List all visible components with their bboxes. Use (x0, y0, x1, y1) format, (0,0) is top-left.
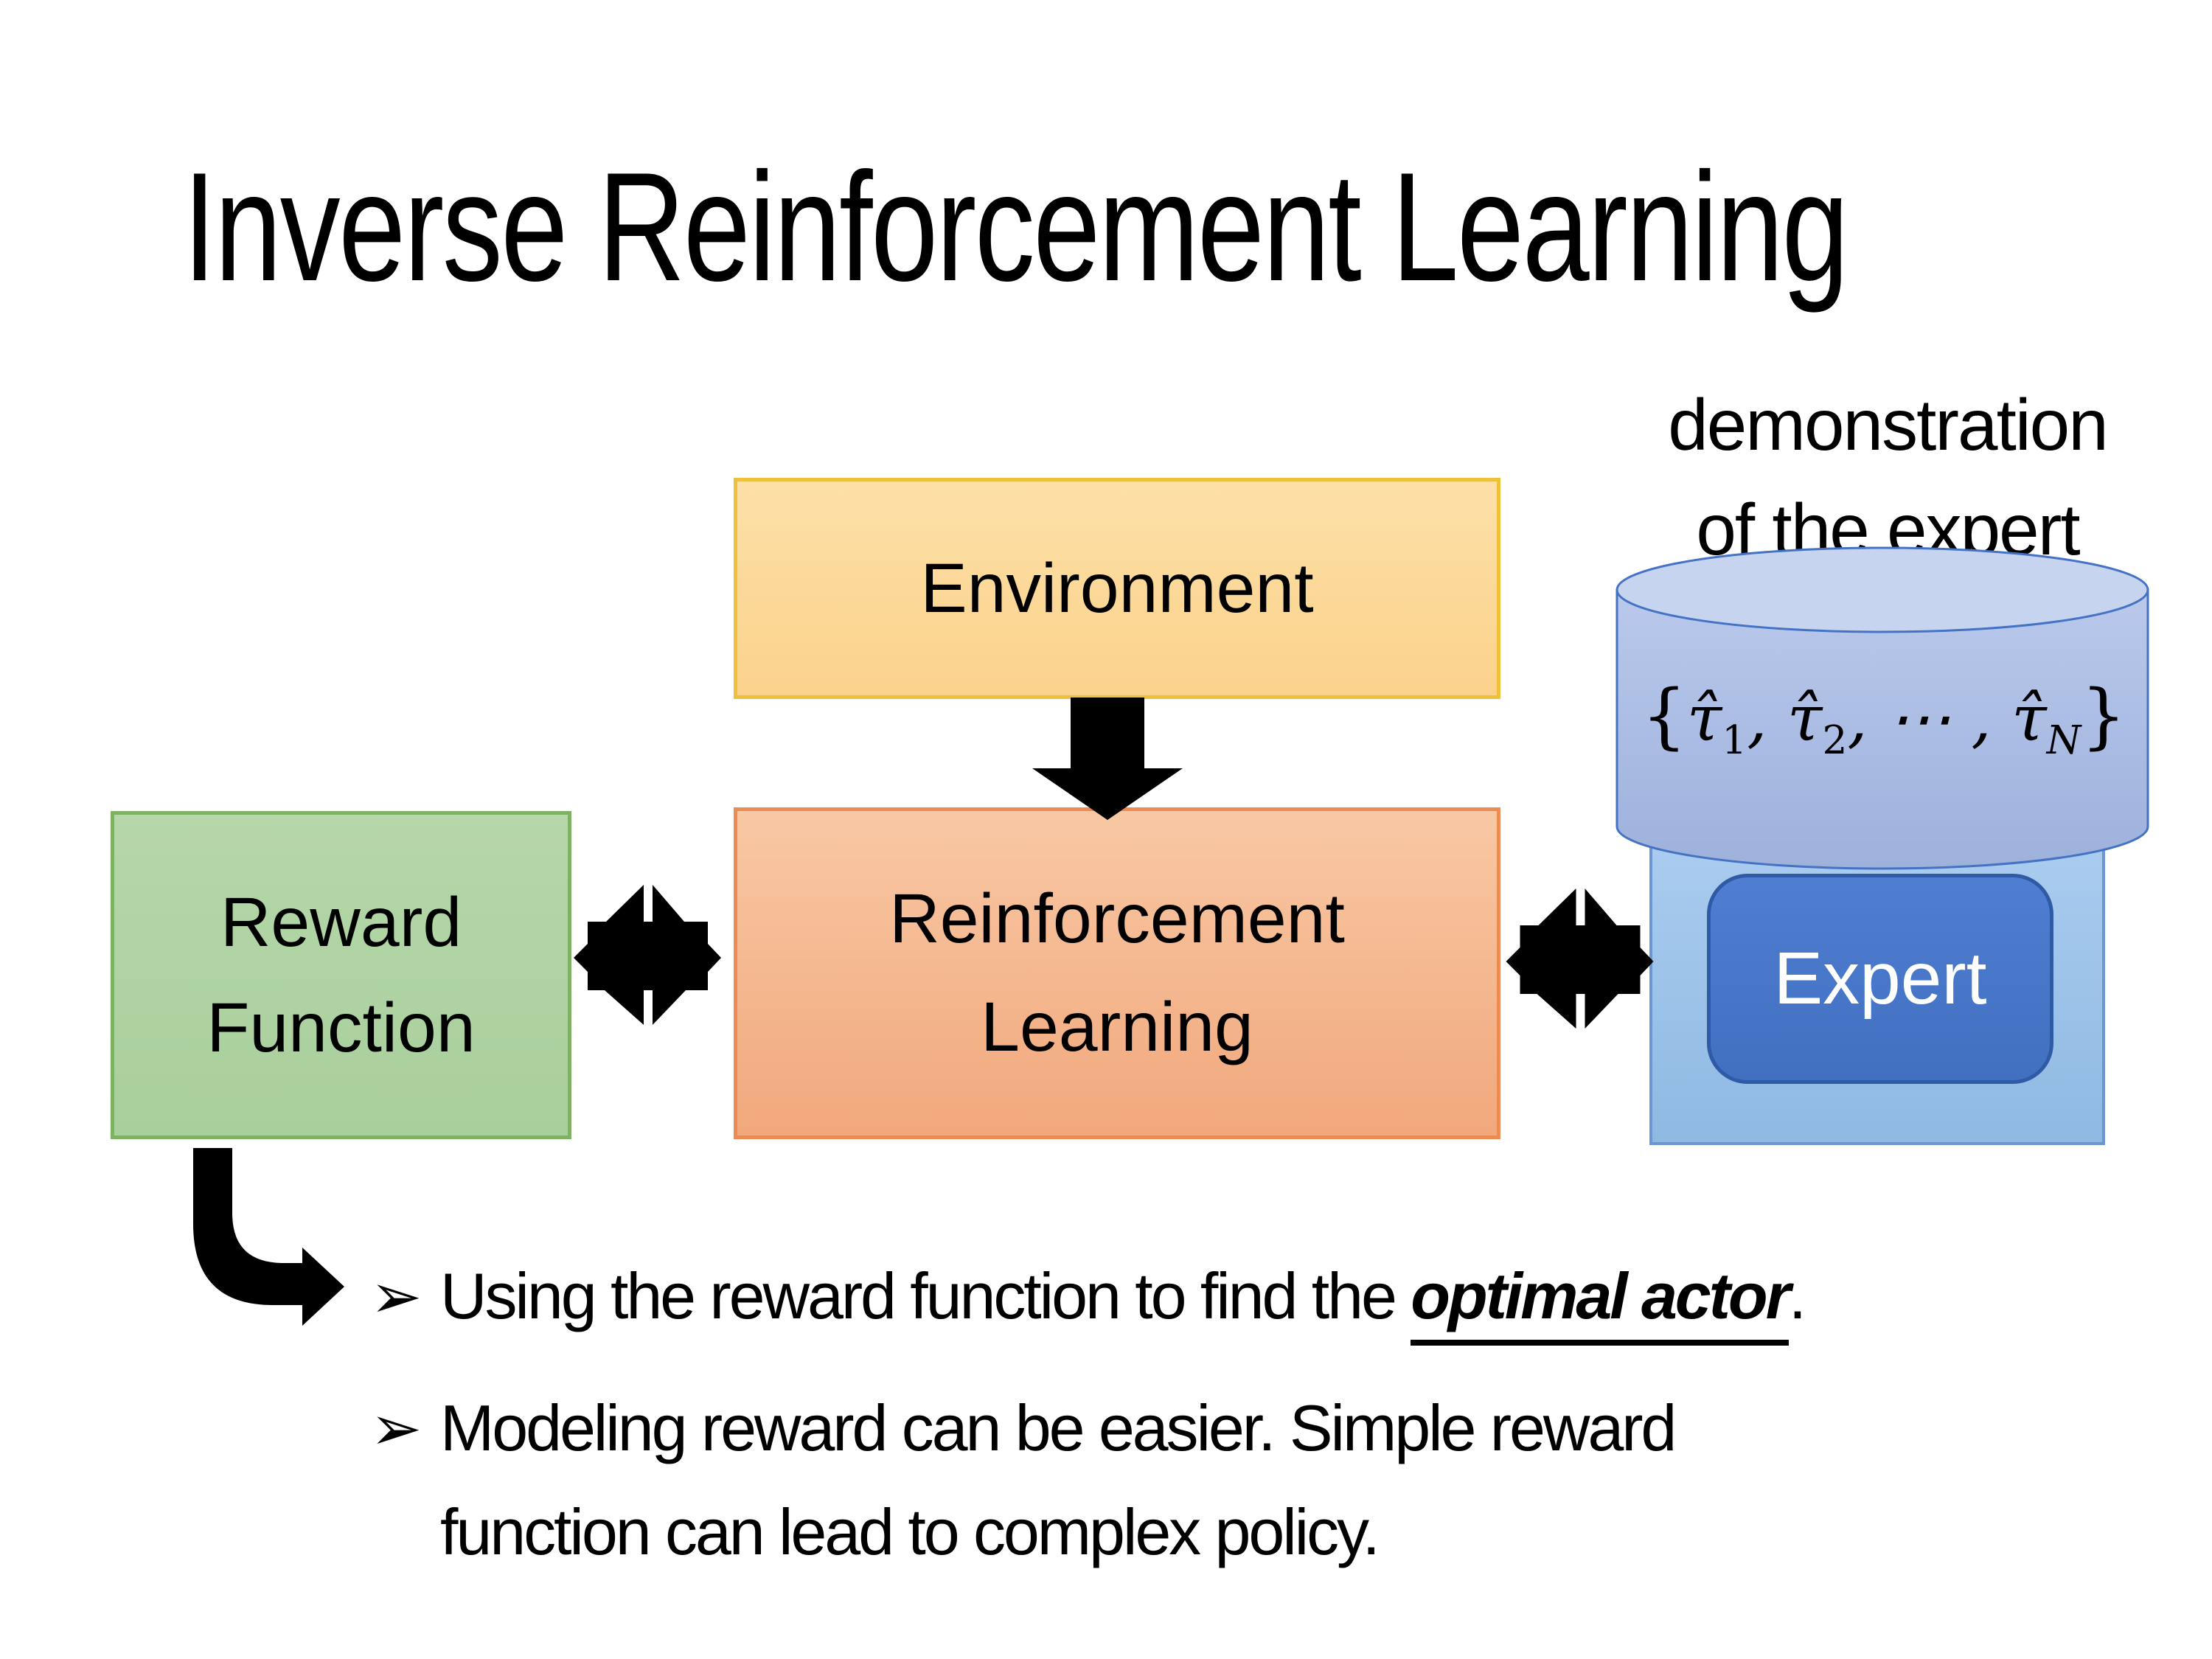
reinforcement-learning-label-line2: Learning (981, 988, 1253, 1066)
down-arrow-icon (1032, 698, 1183, 820)
double-arrow-right-icon (1506, 888, 1654, 1029)
list-item: ➢ Modeling reward can be easier. Simple … (370, 1377, 2037, 1585)
bullet-1-text: Using the reward function to find the op… (440, 1245, 2037, 1349)
formula-close-brace: } (2081, 675, 2126, 757)
arrow-bullet-icon: ➢ (370, 1262, 422, 1331)
trajectory-set-formula: {τ̂1, τ̂2, ⋯ , τ̂N} (1615, 675, 2153, 763)
environment-box-label: Environment (920, 549, 1314, 627)
demonstration-label: demonstration of the expert (1615, 372, 2160, 582)
page-title: Inverse Reinforcement Learning (183, 140, 1849, 313)
arrow-bullet-icon: ➢ (370, 1394, 422, 1463)
bent-arrow-icon (193, 1148, 344, 1326)
reward-function-label-line1: Reward (220, 883, 462, 961)
database-cylinder-icon (1615, 546, 2149, 870)
formula-sub-1: 1 (1722, 717, 1747, 764)
list-item: ➢ Using the reward function to find the … (370, 1245, 2037, 1349)
environment-box: Environment (734, 478, 1500, 699)
formula-tau-2: τ̂ (1787, 682, 1823, 756)
formula-tau-1: τ̂ (1686, 682, 1722, 756)
demonstration-label-line1: demonstration (1668, 384, 2109, 465)
expert-box: Expert (1707, 874, 2053, 1084)
expert-box-label: Expert (1773, 937, 1987, 1020)
formula-sub-n: N (2046, 717, 2081, 764)
reward-function-label-line2: Function (206, 988, 476, 1067)
bullet-2-text: Modeling reward can be easier. Simple re… (440, 1391, 1677, 1568)
bullet-1-post: . (1788, 1259, 1807, 1332)
double-arrow-left-icon (574, 885, 721, 1025)
reward-function-box: Reward Function (111, 811, 571, 1139)
bullet-1-emphasis: optimal actor (1411, 1259, 1791, 1346)
reinforcement-learning-box: Reinforcement Learning (734, 807, 1500, 1139)
formula-open-brace: { (1641, 675, 1687, 757)
formula-sep-1: , (1747, 682, 1787, 756)
formula-sep-2: , ⋯ , (1847, 682, 2012, 756)
reinforcement-learning-label-line1: Reinforcement (889, 879, 1345, 958)
bullet-1-pre: Using the reward function to find the (440, 1259, 1411, 1332)
bullet-list: ➢ Using the reward function to find the … (370, 1245, 2037, 1585)
formula-tau-n: τ̂ (2011, 682, 2047, 756)
formula-sub-2: 2 (1822, 717, 1848, 764)
